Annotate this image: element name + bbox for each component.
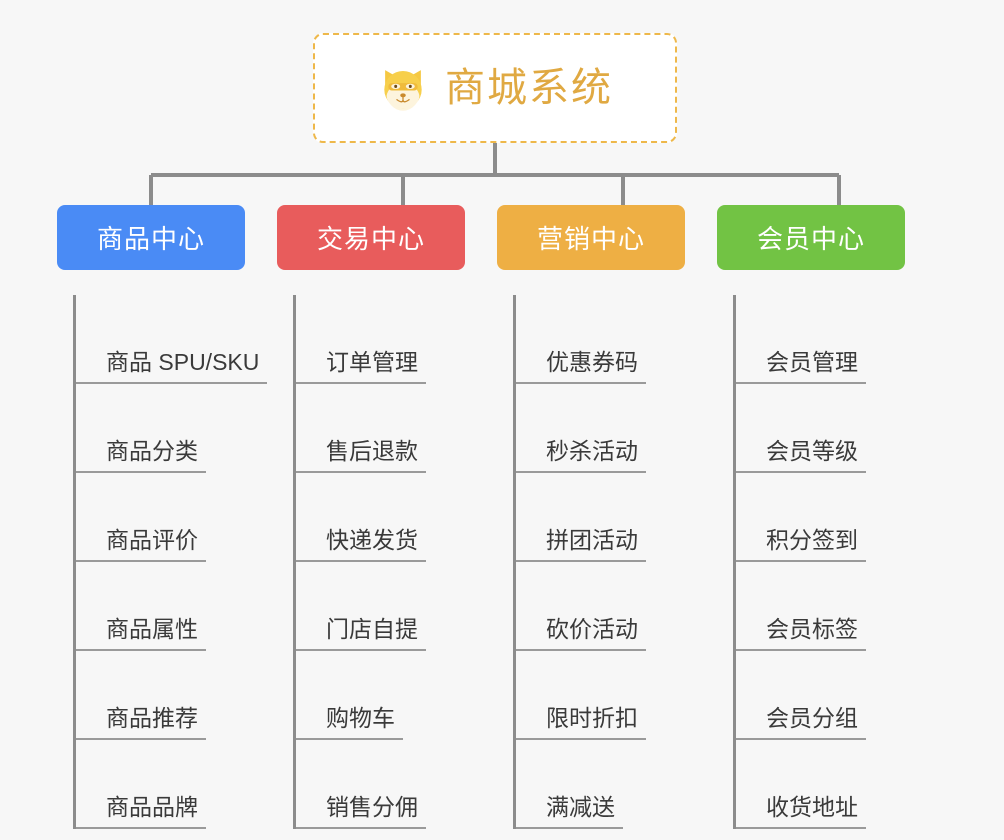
list-item[interactable]: 商品品牌 [76, 740, 277, 829]
category-column-product: 商品中心 商品 SPU/SKU 商品分类 商品评价 商品属性 商品推荐 商品品牌 [57, 205, 277, 829]
leaf-underline [736, 560, 866, 562]
leaf-label: 门店自提 [326, 616, 418, 643]
category-header-product[interactable]: 商品中心 [57, 205, 245, 270]
leaf-list-trade: 订单管理 售后退款 快递发货 门店自提 购物车 销售分佣 [293, 295, 497, 829]
leaf-label: 积分签到 [766, 527, 858, 554]
leaf-label: 砍价活动 [546, 616, 638, 643]
root-title: 商城系统 [445, 66, 613, 110]
leaf-underline [516, 649, 646, 651]
leaf-underline [76, 649, 206, 651]
leaf-label: 会员等级 [766, 438, 858, 465]
leaf-label: 收货地址 [766, 794, 858, 821]
category-header-marketing[interactable]: 营销中心 [497, 205, 685, 270]
leaf-label: 拼团活动 [546, 527, 638, 554]
list-item[interactable]: 订单管理 [296, 295, 497, 384]
list-item[interactable]: 购物车 [296, 651, 497, 740]
leaf-underline [516, 560, 646, 562]
list-item[interactable]: 积分签到 [736, 473, 937, 562]
list-item[interactable]: 限时折扣 [516, 651, 717, 740]
leaf-label: 会员分组 [766, 705, 858, 732]
list-item[interactable]: 商品 SPU/SKU [76, 295, 277, 384]
leaf-underline [296, 382, 426, 384]
leaf-label: 会员管理 [766, 349, 858, 376]
leaf-underline [76, 738, 206, 740]
list-item[interactable]: 会员分组 [736, 651, 937, 740]
list-item[interactable]: 收货地址 [736, 740, 937, 829]
leaf-label: 满减送 [546, 794, 615, 821]
leaf-label: 商品 SPU/SKU [106, 349, 260, 376]
leaf-list-member: 会员管理 会员等级 积分签到 会员标签 会员分组 收货地址 [733, 295, 937, 829]
category-header-member[interactable]: 会员中心 [717, 205, 905, 270]
category-column-trade: 交易中心 订单管理 售后退款 快递发货 门店自提 购物车 销售分佣 [277, 205, 497, 829]
leaf-label: 商品评价 [106, 527, 198, 554]
leaf-underline [736, 738, 866, 740]
list-item[interactable]: 门店自提 [296, 562, 497, 651]
list-item[interactable]: 优惠券码 [516, 295, 717, 384]
root-node[interactable]: 商城系统 [313, 33, 677, 143]
leaf-label: 秒杀活动 [546, 438, 638, 465]
leaf-underline [736, 382, 866, 384]
leaf-underline [76, 560, 206, 562]
leaf-label: 限时折扣 [546, 705, 638, 732]
category-column-member: 会员中心 会员管理 会员等级 积分签到 会员标签 会员分组 收货地址 [717, 205, 937, 829]
leaf-underline [76, 471, 206, 473]
list-item[interactable]: 满减送 [516, 740, 717, 829]
leaf-underline [736, 827, 866, 829]
leaf-underline [76, 382, 268, 384]
leaf-underline [516, 827, 623, 829]
leaf-label: 订单管理 [326, 349, 418, 376]
list-item[interactable]: 销售分佣 [296, 740, 497, 829]
leaf-label: 商品品牌 [106, 794, 198, 821]
list-item[interactable]: 会员管理 [736, 295, 937, 384]
list-item[interactable]: 会员等级 [736, 384, 937, 473]
leaf-label: 商品推荐 [106, 705, 198, 732]
leaf-underline [736, 649, 866, 651]
leaf-list-marketing: 优惠券码 秒杀活动 拼团活动 砍价活动 限时折扣 满减送 [513, 295, 717, 829]
list-item[interactable]: 秒杀活动 [516, 384, 717, 473]
leaf-underline [296, 649, 426, 651]
leaf-label: 会员标签 [766, 616, 858, 643]
leaf-label: 商品属性 [106, 616, 198, 643]
leaf-underline [516, 471, 646, 473]
category-column-marketing: 营销中心 优惠券码 秒杀活动 拼团活动 砍价活动 限时折扣 满减送 [497, 205, 717, 829]
leaf-underline [736, 471, 866, 473]
list-item[interactable]: 商品分类 [76, 384, 277, 473]
list-item[interactable]: 会员标签 [736, 562, 937, 651]
leaf-label: 售后退款 [326, 438, 418, 465]
leaf-underline [516, 382, 646, 384]
list-item[interactable]: 商品推荐 [76, 651, 277, 740]
leaf-label: 商品分类 [106, 438, 198, 465]
leaf-underline [296, 827, 426, 829]
leaf-underline [516, 738, 646, 740]
leaf-underline [296, 560, 426, 562]
shiba-dog-icon [384, 70, 422, 111]
list-item[interactable]: 快递发货 [296, 473, 497, 562]
leaf-label: 购物车 [326, 705, 395, 732]
leaf-label: 销售分佣 [326, 794, 418, 821]
leaf-label: 优惠券码 [546, 349, 638, 376]
list-item[interactable]: 商品评价 [76, 473, 277, 562]
leaf-underline [76, 827, 206, 829]
leaf-list-product: 商品 SPU/SKU 商品分类 商品评价 商品属性 商品推荐 商品品牌 [73, 295, 277, 829]
leaf-label: 快递发货 [326, 527, 418, 554]
list-item[interactable]: 拼团活动 [516, 473, 717, 562]
leaf-underline [296, 471, 426, 473]
list-item[interactable]: 砍价活动 [516, 562, 717, 651]
category-header-trade[interactable]: 交易中心 [277, 205, 465, 270]
leaf-underline [296, 738, 403, 740]
list-item[interactable]: 售后退款 [296, 384, 497, 473]
list-item[interactable]: 商品属性 [76, 562, 277, 651]
